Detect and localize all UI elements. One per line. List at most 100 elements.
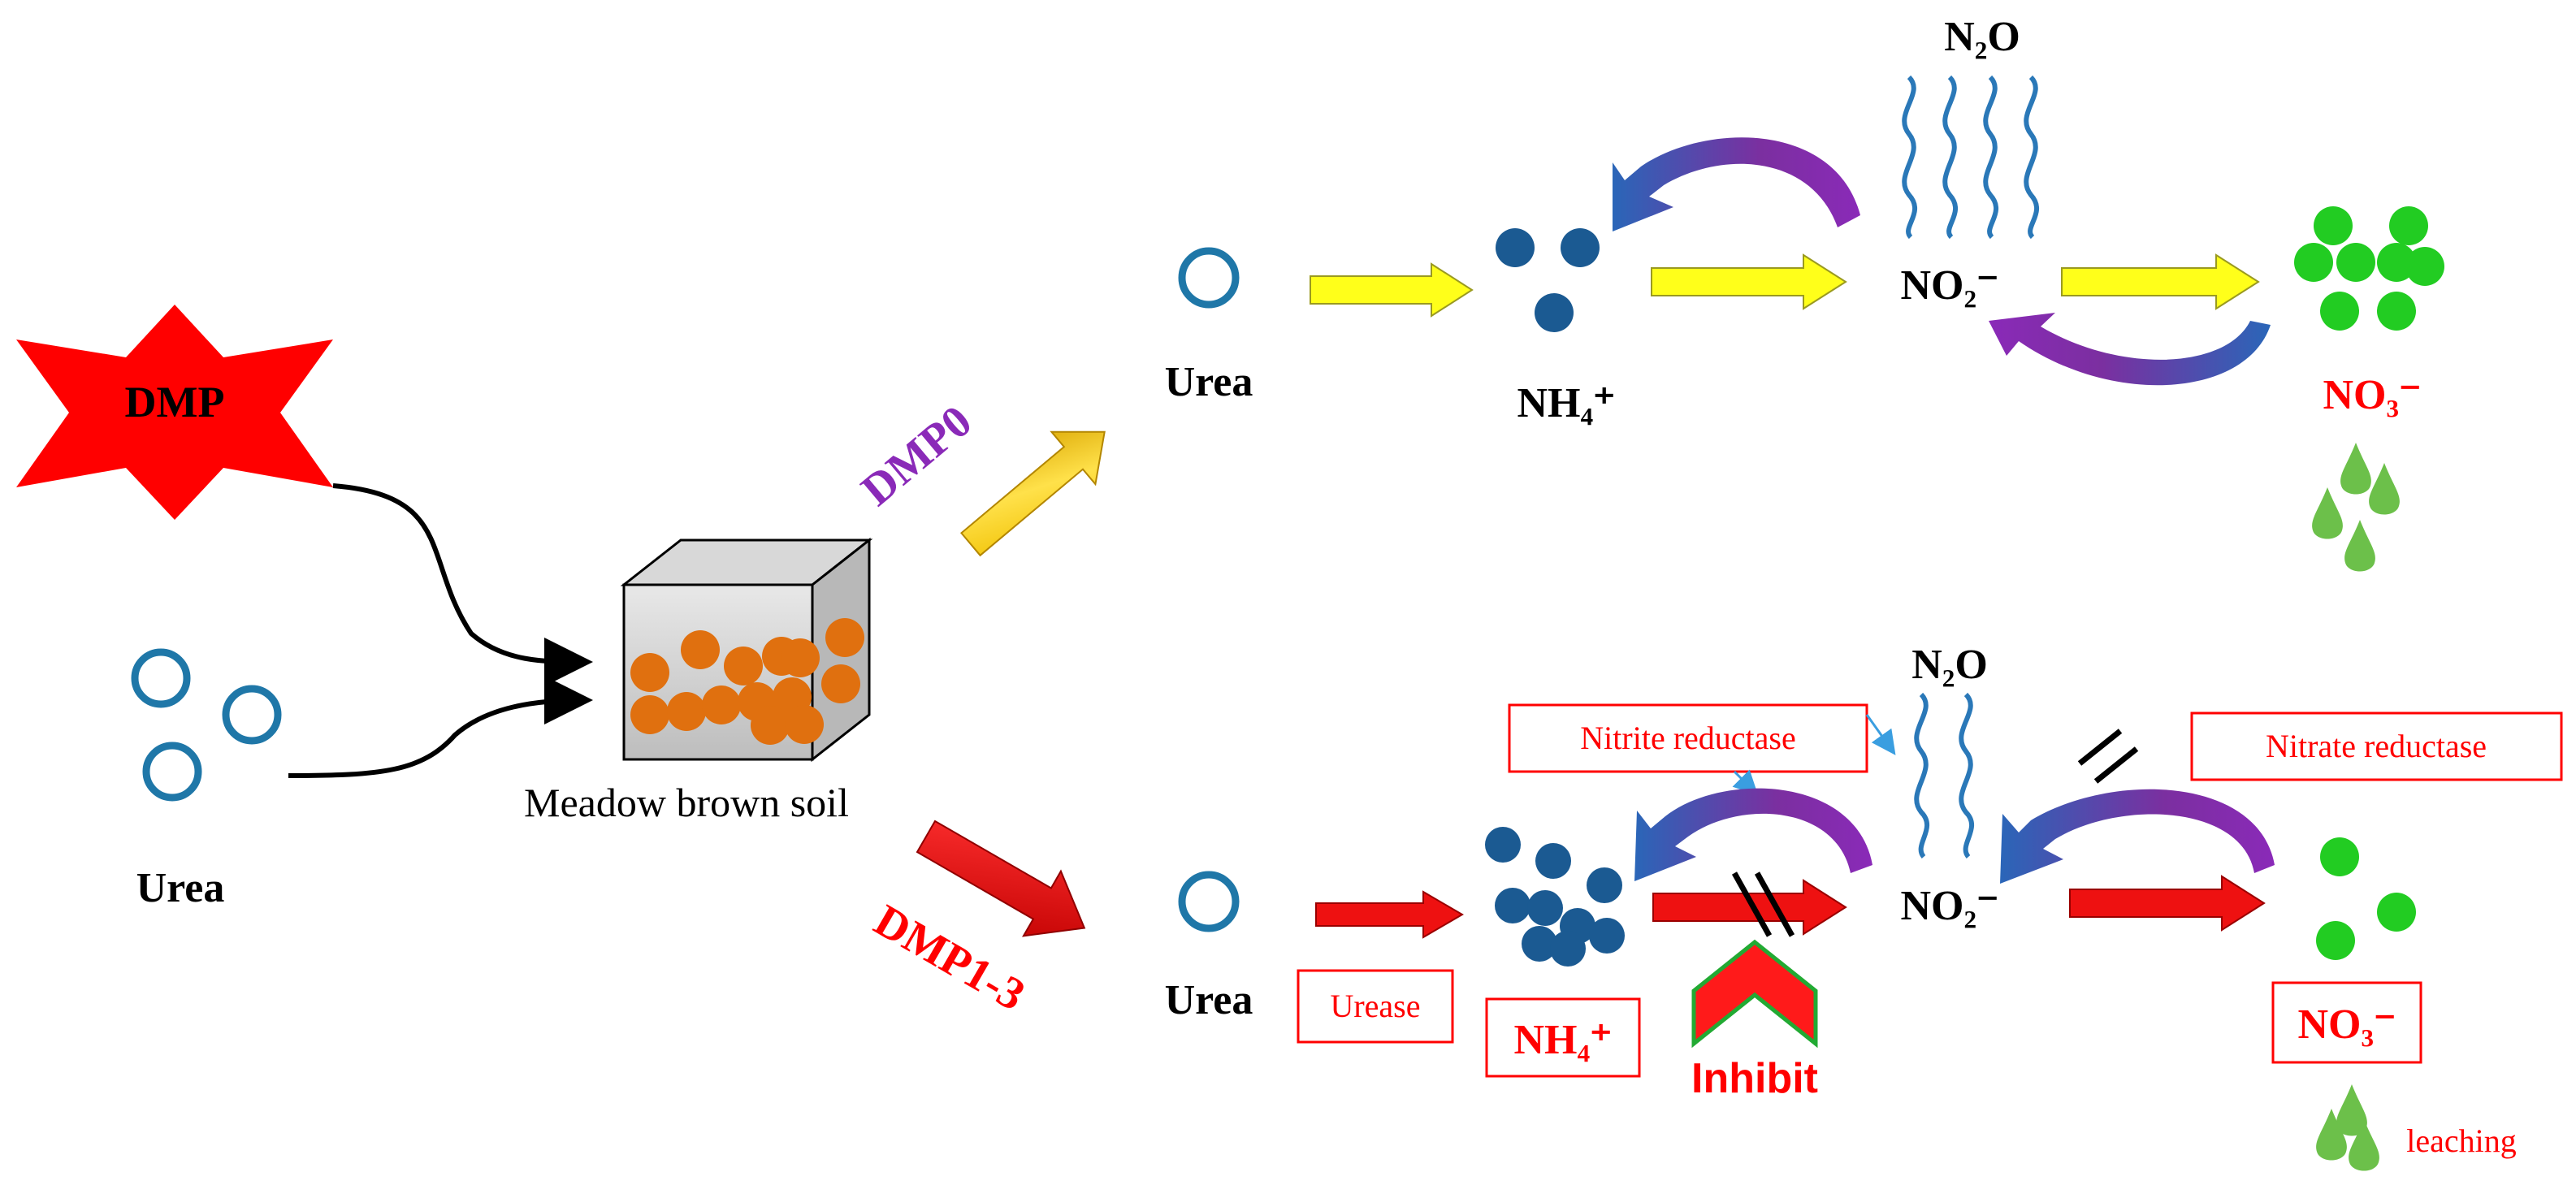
ammonium-dots — [1496, 228, 1600, 332]
blocked-mark — [1731, 871, 1795, 937]
nitrate-dot — [2320, 837, 2359, 876]
urease-box — [1297, 969, 1454, 1044]
water-drop-icon — [2340, 443, 2371, 495]
soil-particles — [630, 618, 864, 745]
block-slash — [1731, 871, 1773, 937]
block-slash — [2093, 746, 2139, 784]
nitrate-dot — [2320, 292, 2359, 331]
nitrate-dots — [2316, 837, 2416, 960]
urease-label: Urease — [1330, 988, 1420, 1024]
top-urea-label: Urea — [1165, 359, 1253, 405]
soil-label: Meadow brown soil — [524, 780, 849, 825]
urea-input-label: Urea — [136, 865, 225, 911]
ammonium-dot — [1550, 931, 1586, 967]
gas-wave-line — [1942, 75, 1958, 240]
urea-input-group: Urea — [131, 648, 282, 911]
urea-circle-icon — [1178, 871, 1240, 932]
top-n2o-label: N₂O — [1944, 14, 2020, 60]
ammonium-dot — [1485, 827, 1521, 863]
red-flow-arrow — [1652, 879, 1847, 936]
soil-particle — [630, 653, 669, 692]
block-slash — [1754, 871, 1795, 937]
block-slash — [2077, 729, 2123, 766]
red-arrow-shape — [916, 820, 1086, 937]
dmp0-branch-arrow — [960, 430, 1106, 557]
gas-wave-line — [1914, 692, 1930, 858]
gas-wave-line — [1983, 75, 1998, 240]
inhibit-chevron-icon — [1691, 939, 1818, 1049]
leaching-drops — [2312, 443, 2400, 572]
dmp-label: DMP — [125, 378, 225, 426]
water-drop-icon — [2349, 1119, 2379, 1171]
nitrate-dot — [2389, 206, 2428, 245]
bottom-n2o-label: N₂O — [1911, 642, 1988, 688]
blocked-mark — [2077, 729, 2139, 784]
dmp13-branch-arrow — [916, 820, 1086, 937]
ammonium-dot — [1587, 867, 1622, 903]
nitrate-dot — [2377, 292, 2416, 331]
nitrate-reductase-label: Nitrate reductase — [2266, 728, 2487, 764]
ammonium-dot — [1535, 843, 1571, 879]
water-drop-icon — [2369, 463, 2400, 515]
soil-box: Meadow brown soil — [524, 537, 873, 825]
nitrate-dot — [2336, 243, 2375, 282]
soil-particle — [630, 695, 669, 734]
nitrate-box — [2271, 981, 2422, 1064]
nitrate-reductase-box — [2190, 711, 2563, 781]
yellow-flow-arrow — [2061, 253, 2260, 310]
purple-return-arrow — [2000, 789, 2275, 884]
yellow-flow-arrow — [1310, 262, 1474, 318]
n2o-wavy-lines — [1914, 692, 1975, 858]
soil-particle — [751, 706, 790, 745]
treatment-dmp0-label: DMP0 — [852, 396, 981, 515]
purple-return-arrow — [1634, 788, 1872, 881]
ammonium-dot — [1495, 888, 1530, 923]
leaching-drops — [2316, 1084, 2379, 1171]
bottom-branch: Urea Urease NH₄⁺ Inhibit Nitrite reducta… — [1165, 642, 2563, 1171]
urea-circle-icon — [142, 742, 202, 802]
water-drop-icon — [2344, 520, 2375, 572]
soil-particle — [724, 647, 763, 685]
nitrite-reductase-box — [1508, 703, 1868, 773]
gold-arrow-shape — [960, 430, 1106, 557]
ammonium-dot — [1527, 890, 1563, 926]
gas-wave-line — [1959, 692, 1975, 858]
nitrate-dot — [2314, 206, 2353, 245]
urea-circle-icon — [131, 648, 191, 708]
red-flow-arrow — [2069, 875, 2266, 932]
water-drop-icon — [2336, 1084, 2367, 1136]
ammonium-dot — [1589, 918, 1625, 954]
soil-particle — [702, 685, 741, 724]
nitrate-dot — [2377, 243, 2416, 282]
top-branch: Urea NH₄⁺ N₂O NO₂⁻ — [1165, 14, 2444, 572]
dmp-to-soil-connector — [332, 483, 593, 686]
nitrite-reductase-label: Nitrite reductase — [1580, 720, 1795, 756]
n2o-wavy-lines — [1902, 75, 2039, 240]
ammonium-box — [1485, 997, 1641, 1078]
soil-particle — [681, 630, 720, 669]
nitrite-reductase-pointer — [1865, 714, 1896, 755]
water-drop-icon — [2312, 487, 2343, 539]
gas-wave-line — [2024, 75, 2039, 240]
top-nitrate-label: NO₃⁻ — [2323, 372, 2421, 418]
soil-particle — [667, 692, 706, 731]
ammonium-dots — [1485, 827, 1625, 967]
bottom-urea-label: Urea — [1165, 977, 1253, 1023]
purple-return-arrow — [1613, 137, 1860, 231]
inhibit-label: Inhibit — [1691, 1055, 1818, 1102]
purple-return-arrow — [1989, 313, 2271, 386]
dmp-star-group: DMP — [16, 305, 333, 520]
nitrate-dot — [2377, 893, 2416, 932]
nitrate-dots — [2294, 206, 2444, 331]
soil-particle — [825, 618, 864, 657]
top-ammonium-label: NH₄⁺ — [1517, 380, 1615, 426]
ammonium-dot — [1535, 293, 1574, 332]
soil-particle — [781, 638, 820, 677]
dmp-star-shape — [16, 305, 333, 520]
soil-particle — [785, 705, 824, 744]
ammonium-dot — [1522, 926, 1557, 962]
bottom-ammonium-label: NH₄⁺ — [1513, 1017, 1612, 1063]
bottom-nitrite-label: NO₂⁻ — [1900, 883, 1998, 929]
soil-particle — [821, 664, 860, 703]
